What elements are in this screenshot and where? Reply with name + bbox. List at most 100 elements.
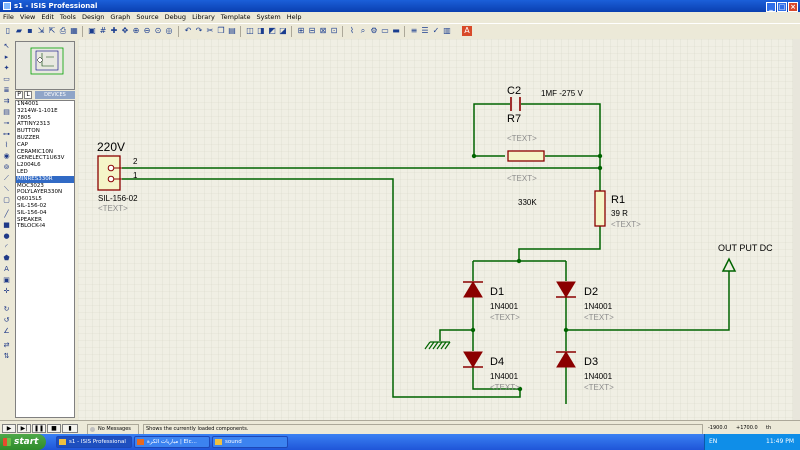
arc-icon[interactable]: ◜ <box>5 243 8 251</box>
pan-icon[interactable]: ✥ <box>121 26 129 35</box>
component-mode-icon[interactable]: ▸ <box>4 53 9 61</box>
output-terminal-symbol[interactable] <box>721 257 737 272</box>
selection-mode-icon[interactable]: ↖ <box>3 42 10 50</box>
paste-icon[interactable]: ▤ <box>228 26 236 35</box>
current-probe-icon[interactable]: ⟍ <box>4 185 9 193</box>
block-move-icon[interactable]: ◨ <box>257 26 265 35</box>
device-list-item[interactable]: ATTINY2313 <box>17 121 51 128</box>
maximize-button[interactable]: □ <box>777 2 787 12</box>
pause-button[interactable]: ❚❚ <box>32 424 46 433</box>
wire-label-icon[interactable]: ▭ <box>3 75 10 83</box>
rotate-cw-icon[interactable]: ↻ <box>3 305 10 313</box>
diode-d1-symbol[interactable] <box>463 281 483 298</box>
virtual-instruments-icon[interactable]: ▢ <box>3 196 10 204</box>
marker-icon[interactable]: ✛ <box>3 287 10 295</box>
text-icon[interactable]: A <box>4 265 9 273</box>
origin-icon[interactable]: ✚ <box>110 26 118 35</box>
ares-icon[interactable]: A <box>462 26 472 36</box>
zoom-in-icon[interactable]: ⊕ <box>132 26 140 35</box>
animation-toggle-button[interactable]: ▮ <box>62 424 78 433</box>
menu-source[interactable]: Source <box>136 13 159 21</box>
remove-sheet-icon[interactable]: ▬ <box>392 26 400 35</box>
new-file-icon[interactable]: ▯ <box>5 26 11 35</box>
generator-icon[interactable]: ⊚ <box>3 163 10 171</box>
pick-from-library-button[interactable]: P <box>15 91 23 99</box>
vertical-scrollbar[interactable] <box>793 39 800 420</box>
save-icon[interactable]: ▪ <box>27 26 33 35</box>
block-copy-icon[interactable]: ◫ <box>246 26 254 35</box>
open-folder-icon[interactable]: ▰ <box>15 26 23 35</box>
grid-icon[interactable]: # <box>99 26 107 35</box>
ground-symbol[interactable] <box>424 341 451 350</box>
new-sheet-icon[interactable]: ▭ <box>381 26 389 35</box>
block-delete-icon[interactable]: ◪ <box>279 26 287 35</box>
mirror-y-icon[interactable]: ⇅ <box>3 352 10 360</box>
device-list-item[interactable]: MINRES330R <box>16 175 74 183</box>
undo-icon[interactable]: ↶ <box>184 26 192 35</box>
packaging-icon[interactable]: ⊠ <box>319 26 327 35</box>
resistor-r7-symbol[interactable] <box>507 150 545 162</box>
device-list-item[interactable]: SIL-156-02 <box>17 202 47 209</box>
box-icon[interactable]: ■ <box>3 221 10 229</box>
menu-template[interactable]: Template <box>220 13 251 21</box>
wire-autorouter-icon[interactable]: ⌇ <box>350 26 354 35</box>
menu-help[interactable]: Help <box>286 13 302 21</box>
menu-library[interactable]: Library <box>192 13 215 21</box>
library-manager-button[interactable]: L <box>24 91 32 99</box>
device-pins-icon[interactable]: ⊶ <box>3 130 10 138</box>
symbol-icon[interactable]: ▣ <box>3 276 10 284</box>
task-isis[interactable]: s1 - ISIS Professional <box>56 436 132 448</box>
device-list-item[interactable]: GENELECT1U63V <box>17 155 65 162</box>
device-list-item[interactable]: BUTTON <box>17 128 40 135</box>
device-list-item[interactable]: 7805 <box>17 114 31 121</box>
netlist-to-ares-icon[interactable]: ▥ <box>443 26 451 35</box>
resistor-r1-symbol[interactable] <box>594 190 606 227</box>
play-button[interactable]: ▶ <box>2 424 16 433</box>
graph-icon[interactable]: ⌇ <box>4 141 9 149</box>
import-icon[interactable]: ⇲ <box>37 26 45 35</box>
device-list-item[interactable]: MOC3023 <box>17 182 44 189</box>
schematic-canvas[interactable]: 220V 2 1 SIL-156-02 <TEXT> C2 1MF -275 V… <box>78 39 793 420</box>
step-button[interactable]: ▶| <box>17 424 31 433</box>
menu-debug[interactable]: Debug <box>164 13 187 21</box>
device-list-item[interactable]: LED <box>17 168 28 175</box>
overview-window[interactable] <box>15 41 75 90</box>
property-assign-icon[interactable]: ⚙ <box>370 26 378 35</box>
device-list-item[interactable]: SIL-156-04 <box>17 209 47 216</box>
make-device-icon[interactable]: ⊟ <box>308 26 316 35</box>
redo-icon[interactable]: ↷ <box>195 26 203 35</box>
diode-d3-symbol[interactable] <box>556 351 576 368</box>
device-list-item[interactable]: POLYLAYER330N <box>17 189 63 196</box>
menu-view[interactable]: View <box>19 13 36 21</box>
device-list-item[interactable]: BUZZER <box>17 134 40 141</box>
print-area-icon[interactable]: ▦ <box>70 26 78 35</box>
diode-d4-symbol[interactable] <box>463 351 483 368</box>
connector-symbol[interactable] <box>97 155 122 191</box>
voltage-probe-icon[interactable]: ⟋ <box>4 174 9 182</box>
cut-icon[interactable]: ✂ <box>206 26 214 35</box>
minimize-button[interactable]: _ <box>766 2 776 12</box>
path-icon[interactable]: ⬟ <box>3 254 10 262</box>
decompose-icon[interactable]: ⊡ <box>330 26 338 35</box>
menu-tools[interactable]: Tools <box>59 13 76 21</box>
device-list-item[interactable]: CERAMIC10N <box>17 148 53 155</box>
netlist-icon[interactable]: ≡ <box>410 26 418 35</box>
menu-file[interactable]: File <box>3 13 14 21</box>
device-list-item[interactable]: 1N4001 <box>17 101 39 107</box>
subcircuit-icon[interactable]: ▤ <box>3 108 10 116</box>
line-icon[interactable]: ╱ <box>4 210 9 218</box>
capacitor-c2-symbol[interactable] <box>510 97 521 111</box>
electrical-check-icon[interactable]: ✓ <box>432 26 440 35</box>
close-button[interactable]: × <box>788 2 798 12</box>
bill-of-materials-icon[interactable]: ☰ <box>421 26 429 35</box>
diode-d2-symbol[interactable] <box>556 281 576 298</box>
menu-design[interactable]: Design <box>81 13 105 21</box>
device-list-item[interactable]: SPEAKER <box>17 216 42 223</box>
terminals-icon[interactable]: ⊸ <box>3 119 10 127</box>
device-list-item[interactable]: L2004L6 <box>17 162 41 169</box>
device-list-item[interactable]: 3214W-1-101E <box>17 107 58 114</box>
menu-system[interactable]: System <box>256 13 281 21</box>
search-tag-icon[interactable]: ⌕ <box>360 26 366 35</box>
zoom-area-icon[interactable]: ◎ <box>165 26 173 35</box>
